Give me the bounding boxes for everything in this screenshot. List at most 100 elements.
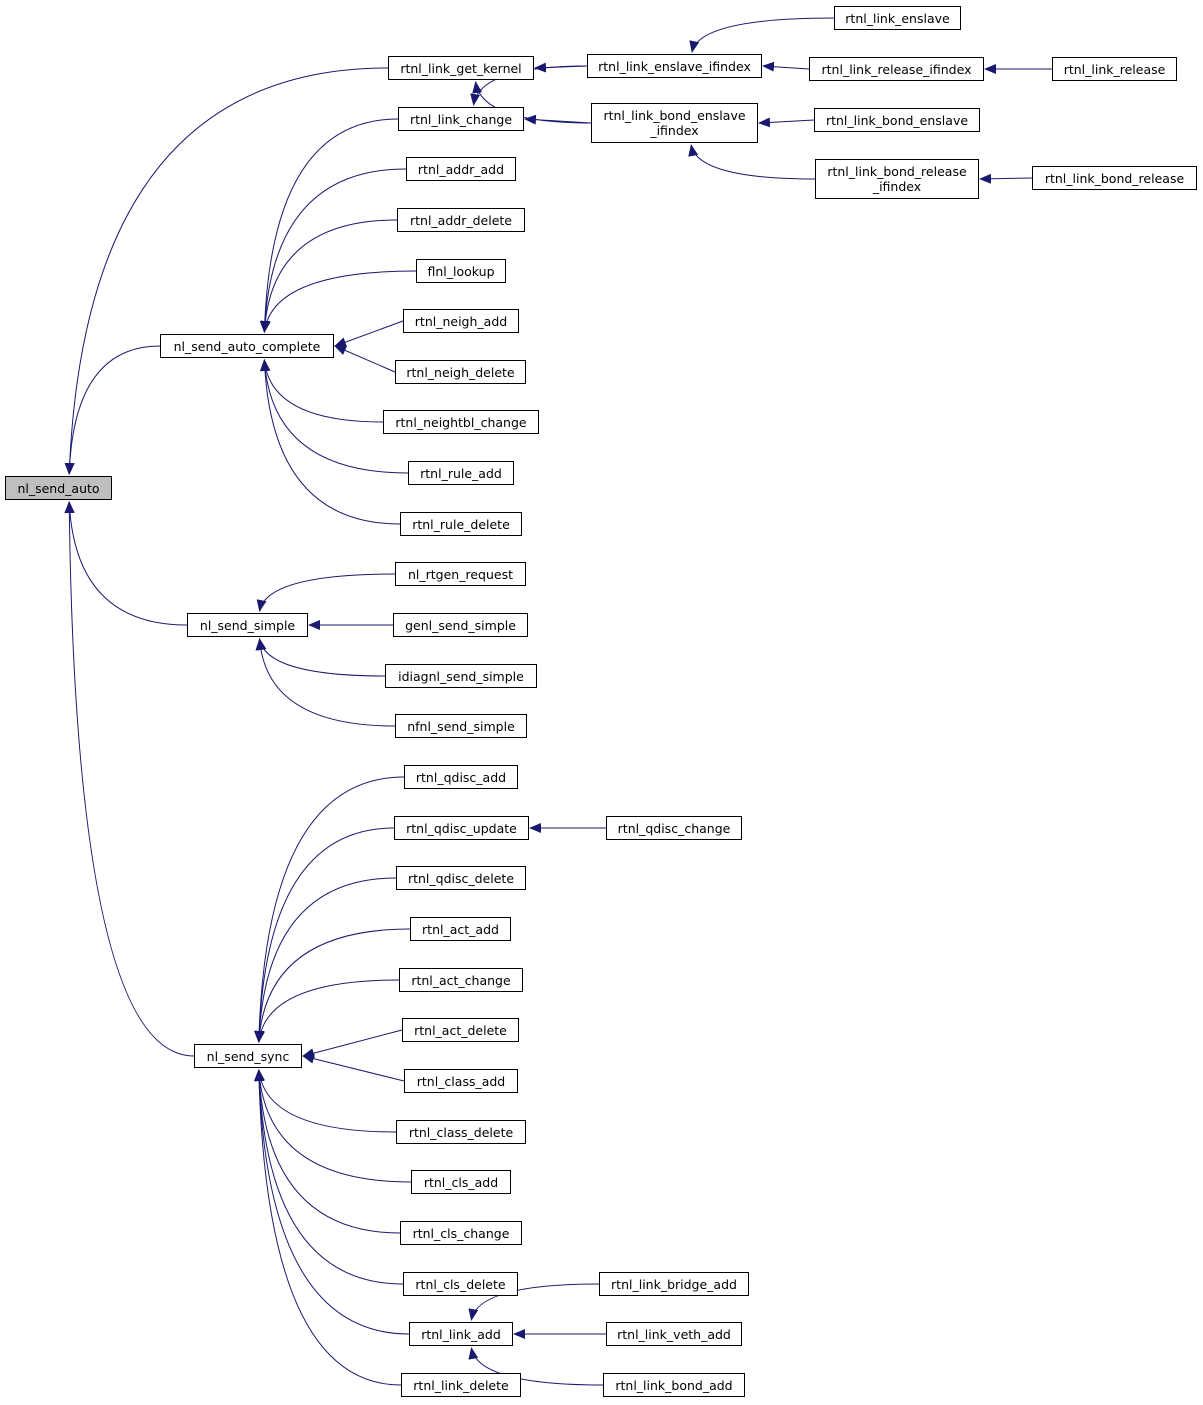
node-rtnl-act-delete[interactable]: rtnl_act_delete xyxy=(402,1018,519,1042)
node-rtnl-link-add[interactable]: rtnl_link_add xyxy=(409,1322,513,1346)
node-nl-rtgen-request[interactable]: nl_rtgen_request xyxy=(395,562,526,586)
node-rtnl-link-enslave[interactable]: rtnl_link_enslave xyxy=(834,6,961,30)
edge-rtnl-link-bond-release-ifindex-to-rtnl-link-bond-enslave-ifindex xyxy=(688,144,816,180)
node-nfnl-send-simple[interactable]: nfnl_send_simple xyxy=(395,714,527,738)
edge-rtnl-link-change-to-nl-send-auto-complete xyxy=(259,118,399,333)
node-rtnl-link-change[interactable]: rtnl_link_change xyxy=(398,107,524,131)
edge-flnl-lookup-to-nl-send-auto-complete xyxy=(260,270,417,333)
node-label: rtnl_cls_change xyxy=(412,1225,510,1241)
node-label: rtnl_qdisc_update xyxy=(406,820,517,836)
node-rtnl-link-veth-add[interactable]: rtnl_link_veth_add xyxy=(606,1322,742,1346)
node-rtnl-addr-delete[interactable]: rtnl_addr_delete xyxy=(397,208,525,232)
edge-rtnl-act-delete-to-nl-send-sync xyxy=(302,1029,403,1059)
node-rtnl-neigh-delete[interactable]: rtnl_neigh_delete xyxy=(395,360,526,384)
node-rtnl-addr-add[interactable]: rtnl_addr_add xyxy=(406,157,516,181)
node-rtnl-qdisc-update[interactable]: rtnl_qdisc_update xyxy=(394,816,529,840)
node-rtnl-act-change[interactable]: rtnl_act_change xyxy=(399,968,523,992)
edge-rtnl-link-delete-to-nl-send-sync xyxy=(254,1069,402,1386)
node-label: rtnl_link_bond_add xyxy=(615,1377,733,1393)
node-rtnl-cls-add[interactable]: rtnl_cls_add xyxy=(411,1170,511,1194)
node-label: rtnl_act_add xyxy=(422,921,499,937)
node-nl-send-auto-complete[interactable]: nl_send_auto_complete xyxy=(160,334,334,358)
edge-nfnl-send-simple-to-nl-send-simple xyxy=(255,638,396,727)
edge-idiagnl-send-simple-to-nl-send-simple xyxy=(256,638,386,677)
node-rtnl-cls-change[interactable]: rtnl_cls_change xyxy=(400,1221,522,1245)
edge-rtnl-cls-delete-to-nl-send-sync xyxy=(254,1069,404,1285)
node-rtnl-link-bond-enslave-ifindex[interactable]: rtnl_link_bond_enslave _ifindex xyxy=(591,103,758,143)
node-rtnl-link-bond-enslave[interactable]: rtnl_link_bond_enslave xyxy=(814,108,980,132)
edge-rtnl-act-add-to-nl-send-sync xyxy=(254,928,411,1043)
node-label: genl_send_simple xyxy=(405,617,516,633)
node-rtnl-link-bond-add[interactable]: rtnl_link_bond_add xyxy=(603,1373,745,1397)
node-label: rtnl_neightbl_change xyxy=(395,414,527,430)
node-label: rtnl_link_veth_add xyxy=(617,1326,731,1342)
node-rtnl-link-release-ifindex[interactable]: rtnl_link_release_ifindex xyxy=(809,57,984,81)
node-label: rtnl_class_delete xyxy=(408,1124,514,1140)
node-label: nl_send_auto xyxy=(17,480,100,496)
node-rtnl-qdisc-change[interactable]: rtnl_qdisc_change xyxy=(606,816,742,840)
node-label: rtnl_class_add xyxy=(416,1073,506,1089)
node-rtnl-rule-add[interactable]: rtnl_rule_add xyxy=(408,461,514,485)
edge-rtnl-qdisc-delete-to-nl-send-sync xyxy=(254,877,397,1043)
node-rtnl-qdisc-delete[interactable]: rtnl_qdisc_delete xyxy=(396,866,526,890)
node-rtnl-link-bond-release[interactable]: rtnl_link_bond_release xyxy=(1032,166,1197,190)
node-label: nl_send_sync xyxy=(206,1048,290,1064)
edge-rtnl-link-enslave-to-rtnl-link-enslave-ifindex xyxy=(689,17,835,53)
node-rtnl-act-add[interactable]: rtnl_act_add xyxy=(410,917,511,941)
node-label: rtnl_link_add xyxy=(421,1326,501,1342)
node-nl-send-simple[interactable]: nl_send_simple xyxy=(187,613,308,637)
node-rtnl-neightbl-change[interactable]: rtnl_neightbl_change xyxy=(383,410,539,434)
edge-rtnl-link-add-to-nl-send-sync xyxy=(254,1069,410,1335)
node-rtnl-class-add[interactable]: rtnl_class_add xyxy=(404,1069,518,1093)
node-rtnl-link-enslave-ifindex[interactable]: rtnl_link_enslave_ifindex xyxy=(587,54,762,78)
edge-nl-send-sync-to-nl-send-auto xyxy=(64,501,195,1057)
edge-rtnl-neigh-add-to-nl-send-auto-complete xyxy=(334,320,404,347)
node-label: rtnl_link_get_kernel xyxy=(400,60,522,76)
node-label: rtnl_neigh_delete xyxy=(406,364,515,380)
node-label: rtnl_neigh_add xyxy=(414,313,508,329)
node-idiagnl-send-simple[interactable]: idiagnl_send_simple xyxy=(385,664,537,688)
node-label: nl_send_simple xyxy=(199,617,296,633)
node-label: rtnl_link_bond_release _ifindex xyxy=(827,164,967,194)
edge-nl-send-simple-to-nl-send-auto xyxy=(64,501,188,626)
node-label: idiagnl_send_simple xyxy=(398,668,524,684)
edge-rtnl-class-add-to-nl-send-sync xyxy=(302,1053,405,1082)
node-rtnl-cls-delete[interactable]: rtnl_cls_delete xyxy=(403,1272,518,1296)
node-label: nl_send_auto_complete xyxy=(173,338,321,354)
node-label: rtnl_link_release xyxy=(1063,61,1166,77)
node-rtnl-link-release[interactable]: rtnl_link_release xyxy=(1052,57,1177,81)
node-label: rtnl_rule_delete xyxy=(412,516,510,532)
node-label: rtnl_link_release_ifindex xyxy=(821,61,972,77)
node-flnl-lookup[interactable]: flnl_lookup xyxy=(416,259,506,283)
node-label: rtnl_act_delete xyxy=(414,1022,507,1038)
node-rtnl-link-bridge-add[interactable]: rtnl_link_bridge_add xyxy=(599,1272,749,1296)
edge-rtnl-link-bond-enslave-ifindex-to-rtnl-link-change xyxy=(524,114,592,125)
edge-rtnl-link-get-kernel-to-nl-send-auto xyxy=(64,67,389,475)
node-label: nfnl_send_simple xyxy=(407,718,515,734)
node-rtnl-link-get-kernel[interactable]: rtnl_link_get_kernel xyxy=(388,56,534,80)
edge-rtnl-rule-add-to-nl-send-auto-complete xyxy=(260,359,409,474)
node-rtnl-link-delete[interactable]: rtnl_link_delete xyxy=(401,1373,521,1397)
node-label: rtnl_qdisc_delete xyxy=(407,870,515,886)
node-label: flnl_lookup xyxy=(427,263,495,279)
node-nl-send-auto: nl_send_auto xyxy=(5,476,112,500)
node-genl-send-simple[interactable]: genl_send_simple xyxy=(393,613,528,637)
node-label: rtnl_cls_add xyxy=(423,1174,499,1190)
edge-rtnl-rule-delete-to-nl-send-auto-complete xyxy=(259,359,401,525)
edge-rtnl-cls-change-to-nl-send-sync xyxy=(254,1069,401,1234)
node-label: rtnl_link_change xyxy=(409,111,513,127)
node-rtnl-rule-delete[interactable]: rtnl_rule_delete xyxy=(400,512,522,536)
edge-rtnl-qdisc-add-to-nl-send-sync xyxy=(254,776,405,1043)
node-rtnl-link-bond-release-ifindex[interactable]: rtnl_link_bond_release _ifindex xyxy=(815,159,979,199)
node-rtnl-class-delete[interactable]: rtnl_class_delete xyxy=(396,1120,526,1144)
node-rtnl-qdisc-add[interactable]: rtnl_qdisc_add xyxy=(404,765,518,789)
node-rtnl-neigh-add[interactable]: rtnl_neigh_add xyxy=(403,309,519,333)
node-nl-send-sync[interactable]: nl_send_sync xyxy=(194,1044,302,1068)
edge-rtnl-neigh-delete-to-nl-send-auto-complete xyxy=(334,345,396,373)
edge-rtnl-link-release-ifindex-to-rtnl-link-enslave-ifindex xyxy=(762,61,810,72)
edge-rtnl-act-change-to-nl-send-sync xyxy=(255,979,400,1043)
node-label: rtnl_qdisc_add xyxy=(415,769,507,785)
node-label: rtnl_qdisc_change xyxy=(617,820,731,836)
